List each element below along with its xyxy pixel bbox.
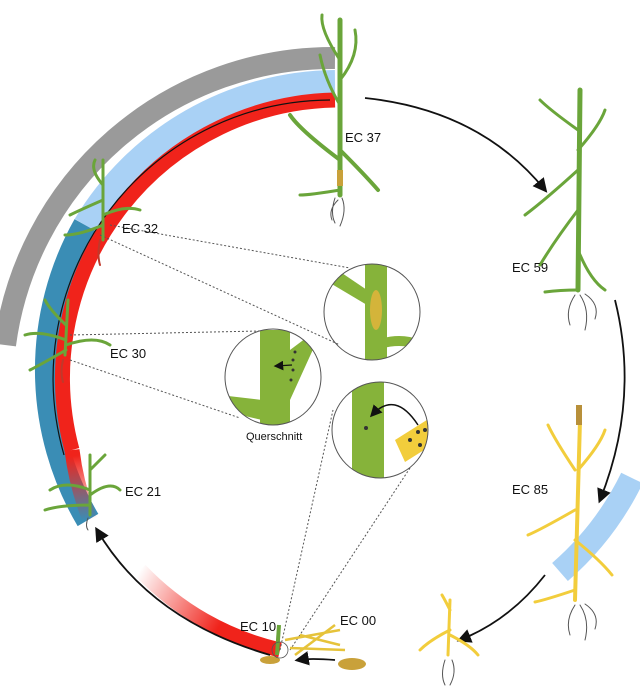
cycle-arrow-00-10 — [294, 651, 336, 666]
label-ec59: EC 59 — [512, 260, 548, 275]
plant-ec32 — [63, 158, 142, 266]
zoom-guide-lines — [69, 224, 411, 651]
label-ec30: EC 30 — [110, 346, 146, 361]
label-ec21: EC 21 — [125, 484, 161, 499]
light-blue-band-ripening — [552, 472, 640, 582]
label-ec37: EC 37 — [345, 130, 381, 145]
plant-ec10 — [260, 624, 289, 664]
light-blue-band — [74, 70, 336, 232]
plant-ec59 — [523, 87, 607, 331]
plant-ec37 — [288, 13, 380, 227]
cycle-arrow-37-59 — [364, 97, 548, 193]
detail-circle-cross-section — [224, 328, 322, 426]
plant-harvested — [418, 593, 480, 686]
detail-circle-stem-lesion — [323, 263, 421, 361]
cycle-arrow-59-85 — [597, 299, 626, 504]
label-ec32: EC 32 — [122, 221, 158, 236]
dark-blue-band — [34, 219, 99, 527]
straw-residue — [284, 624, 346, 656]
plant-ec30 — [23, 298, 112, 383]
label-ec85: EC 85 — [512, 482, 548, 497]
plant-ec21 — [43, 453, 122, 531]
red-arc-lower — [134, 564, 282, 658]
gray-band — [0, 46, 336, 347]
cycle-arrow-10-21 — [95, 526, 271, 656]
label-ec00: EC 00 — [340, 613, 376, 628]
seed-ec00 — [338, 658, 366, 670]
plant-ec85 — [526, 405, 614, 641]
cycle-arrow-85-harvest — [456, 574, 546, 643]
detail-circle-spore-infection — [331, 381, 429, 479]
label-ec10: EC 10 — [240, 619, 276, 634]
label-querschnitt: Querschnitt — [246, 431, 302, 443]
